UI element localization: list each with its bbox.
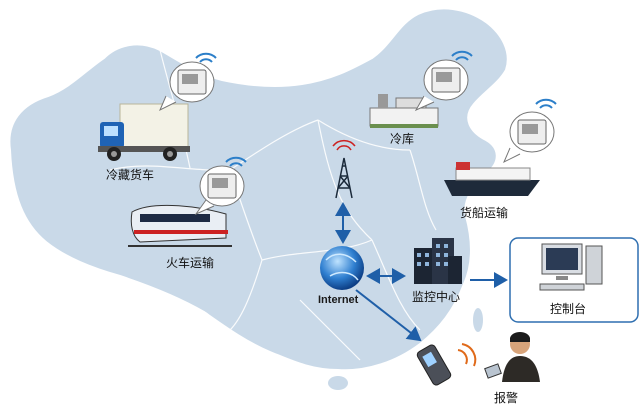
transmission-tower-icon	[332, 139, 356, 199]
label-ship-transport: 货船运输	[460, 206, 509, 220]
computer-icon	[539, 243, 603, 291]
label-cold-storage: 冷库	[390, 132, 415, 146]
sensor-callout-truck	[159, 61, 215, 112]
cargo-ship-icon	[444, 162, 540, 196]
person-icon	[484, 332, 540, 382]
sensor-callout-train	[194, 165, 245, 216]
taiwan-island	[473, 308, 483, 332]
monitoring-center-icon	[414, 238, 462, 284]
wifi-icon-truck	[195, 52, 217, 63]
wifi-icon-train	[225, 156, 247, 167]
label-monitoring-center: 监控中心	[412, 290, 461, 304]
china-map	[8, 7, 509, 372]
train-icon	[128, 205, 232, 247]
label-alarm: 报警	[494, 391, 519, 405]
label-refrigerated-truck: 冷藏货车	[106, 168, 155, 182]
connection-arrows	[335, 202, 508, 342]
hainan-island	[328, 376, 348, 390]
arrow-internet-phone	[355, 289, 422, 342]
wifi-icon-cold-storage	[451, 50, 473, 61]
label-train-transport: 火车运输	[166, 256, 215, 270]
refrigerated-truck-icon	[98, 103, 190, 161]
label-internet: Internet	[318, 294, 359, 306]
mobile-phone-icon	[416, 343, 477, 386]
sensor-callout-ship	[503, 111, 555, 164]
label-console: 控制台	[550, 302, 587, 316]
internet-globe-icon	[320, 246, 364, 290]
wifi-icon-ship	[535, 98, 557, 109]
sensor-callout-cold-storage	[414, 59, 469, 112]
cold-storage-icon	[369, 94, 439, 128]
